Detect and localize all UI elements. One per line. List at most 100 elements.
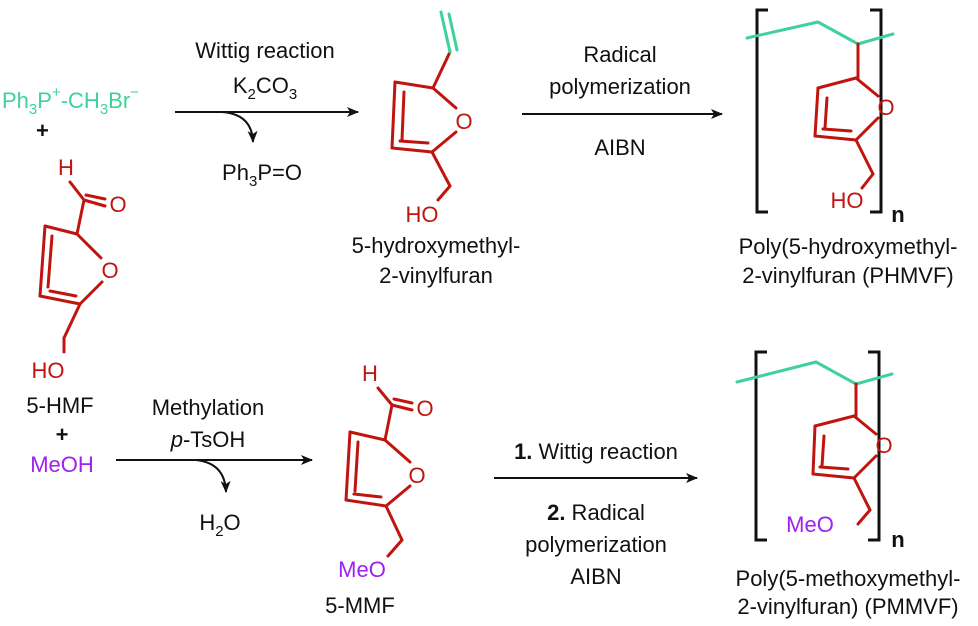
methanol-reagent: MeOH <box>30 452 94 477</box>
backbone-bond <box>816 20 860 46</box>
oxygen-atom: O <box>455 109 472 134</box>
double-bond <box>353 440 360 493</box>
bond <box>75 198 86 236</box>
left-bracket <box>755 8 768 214</box>
pmmvf-polymer: O MeO n <box>735 350 905 552</box>
step4-aibn-label: AIBN <box>570 564 621 589</box>
bond <box>392 397 414 405</box>
bond <box>62 302 82 340</box>
methoxy-group: MeO <box>338 557 386 582</box>
ylide-reagent: Ph3P+-CH3Br− <box>2 84 139 118</box>
bond <box>390 403 414 412</box>
plus-sign-top: + <box>36 118 49 143</box>
double-bond <box>48 289 78 298</box>
bond <box>384 484 412 508</box>
bond <box>78 280 104 306</box>
double-bond <box>398 139 430 145</box>
backbone-bond <box>735 360 818 384</box>
left-bracket <box>754 350 767 542</box>
bond <box>43 224 79 236</box>
water-byproduct: H2O <box>199 510 240 540</box>
bond <box>430 130 458 154</box>
double-bond <box>820 434 826 468</box>
oxygen-atom: O <box>877 95 894 120</box>
hmvf-label-line2: 2-vinylfuran <box>379 263 493 288</box>
ph3po-byproduct: Ph3P=O <box>222 160 302 190</box>
bond <box>811 472 856 480</box>
bond <box>852 476 872 512</box>
bond <box>816 76 858 90</box>
oxygen-atom: O <box>408 463 425 488</box>
backbone-bond <box>854 372 894 386</box>
pmmvf-label-line1: Poly(5-methoxymethyl- <box>736 566 961 591</box>
bond <box>38 224 47 298</box>
hydroxyl-group: HO <box>32 358 65 383</box>
backbone-bond <box>814 360 858 386</box>
vinyl-bond <box>447 12 459 52</box>
bond <box>431 86 458 110</box>
bond <box>856 508 872 526</box>
bond <box>860 172 875 190</box>
bond <box>390 80 397 150</box>
bond <box>430 150 452 188</box>
double-bond <box>400 90 406 142</box>
bond <box>854 76 880 98</box>
hmf-label: 5-HMF <box>26 393 93 418</box>
bond <box>854 138 875 176</box>
bond <box>84 193 107 201</box>
backbone-bond <box>856 32 895 46</box>
right-bracket <box>870 8 883 214</box>
bond <box>75 232 103 260</box>
bond <box>852 454 878 480</box>
repeat-unit-n: n <box>891 527 904 552</box>
bond <box>854 116 880 142</box>
right-bracket <box>868 350 881 542</box>
byproduct-arrow-2 <box>195 459 231 493</box>
bond <box>393 80 435 90</box>
aldehyde-hydrogen: H <box>362 361 378 386</box>
pmmvf-label-line2: 2-vinylfuran) (PMMVF) <box>737 594 958 619</box>
aldehyde-hydrogen: H <box>58 155 74 180</box>
bond <box>390 146 434 154</box>
bond <box>68 180 86 202</box>
step4-wittig-label: 1. Wittig reaction <box>514 439 678 464</box>
bond <box>344 430 352 502</box>
double-bond <box>823 96 829 130</box>
oxygen-atom: O <box>875 433 892 458</box>
bond <box>383 403 394 442</box>
radical-label: Radical <box>583 42 656 67</box>
bond <box>813 414 856 428</box>
bond <box>852 414 878 436</box>
bond <box>38 294 82 306</box>
byproduct-arrow-1 <box>221 111 258 143</box>
phmvf-label-line2: 2-vinylfuran (PHMVF) <box>742 263 953 288</box>
aldehyde-oxygen: O <box>109 192 126 217</box>
step4-radical-label: 2. Radical <box>547 500 645 525</box>
bond <box>811 424 817 476</box>
hydroxyl-group: HO <box>831 188 864 213</box>
backbone-bond <box>745 20 820 40</box>
bond <box>384 504 404 542</box>
polymerization-label: polymerization <box>549 74 691 99</box>
mmf-label: 5-MMF <box>325 593 395 618</box>
plus-sign-bottom: + <box>56 422 69 447</box>
bond <box>431 50 452 90</box>
bond <box>376 386 394 407</box>
methoxy-group: MeO <box>786 512 834 537</box>
bond <box>813 86 820 138</box>
vinyl-bond <box>439 10 452 54</box>
bond <box>436 184 452 202</box>
bond <box>383 438 412 464</box>
bond <box>386 538 404 558</box>
oxygen-atom: O <box>101 258 118 283</box>
bond <box>348 430 387 442</box>
phmvf-label-line1: Poly(5-hydroxymethyl- <box>739 234 958 259</box>
bond <box>82 198 107 208</box>
hmvf-molecule: OHO <box>390 10 473 227</box>
step4-polymerization-label: polymerization <box>525 532 667 557</box>
ptsoh-label: p-TsOH <box>170 427 246 452</box>
